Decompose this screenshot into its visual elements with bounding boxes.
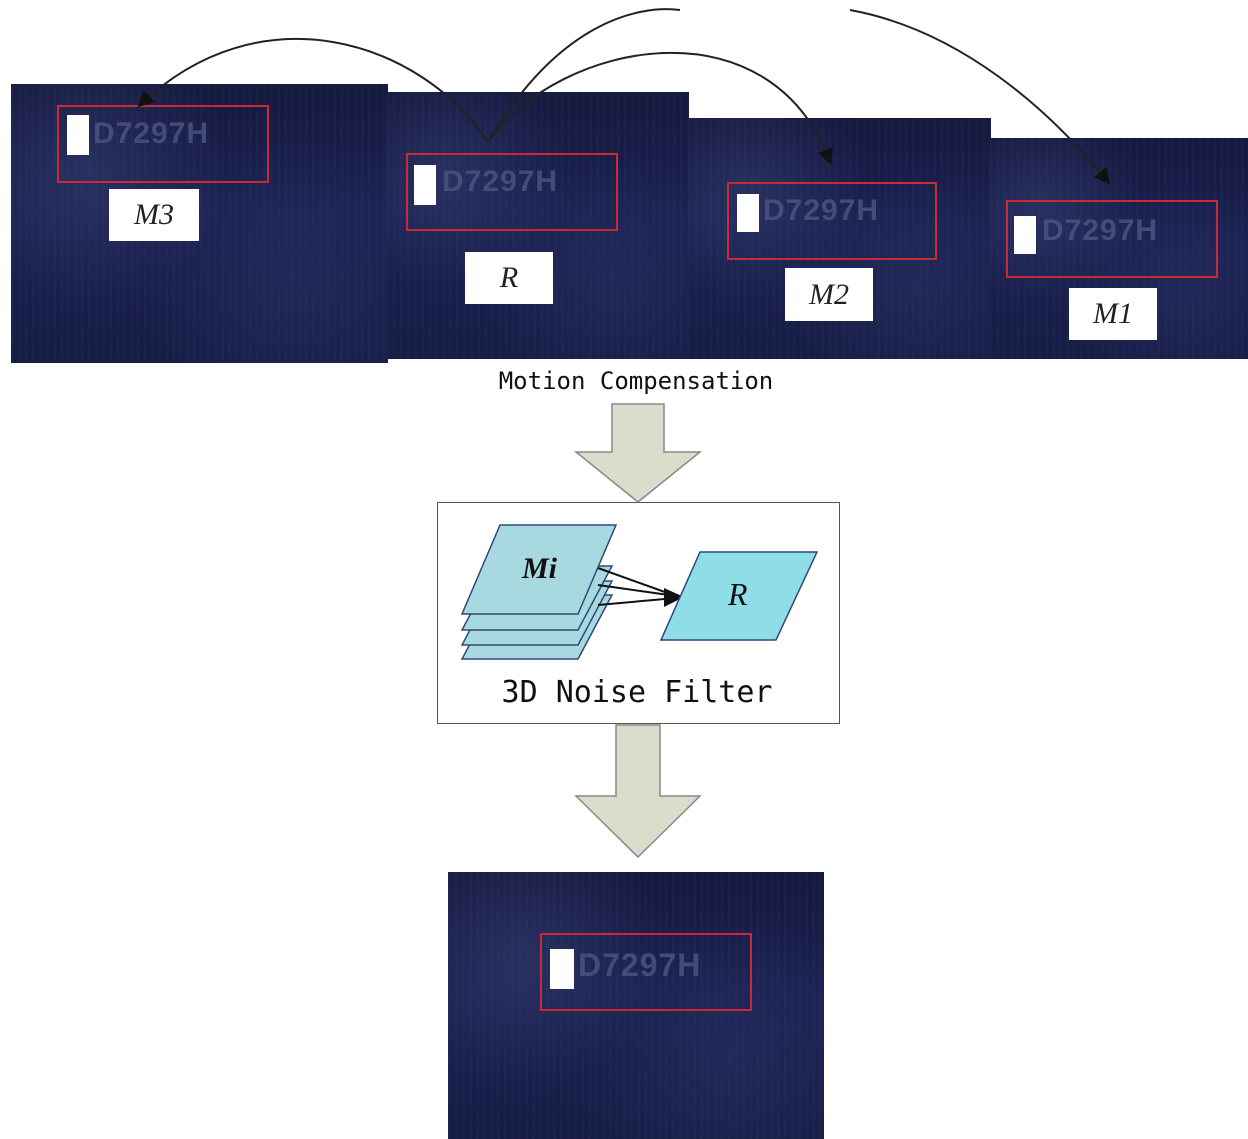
plate-mask	[414, 165, 436, 205]
plate-mask	[550, 949, 574, 989]
flow-arrow-1	[573, 403, 703, 503]
frame-result: D7297H	[448, 872, 824, 1139]
plate-text: D7297H	[1042, 214, 1159, 247]
frame-m3: D7297H M3	[11, 84, 388, 363]
frame-label-r: R	[465, 252, 553, 304]
frame-label-m1: M1	[1069, 288, 1157, 340]
noise-filter-box: 3D Noise Filter	[437, 502, 840, 724]
frame-label-m3: M3	[109, 189, 199, 241]
plate-mask	[1014, 216, 1036, 254]
plate-text: D7297H	[763, 194, 880, 227]
plate-box: D7297H	[57, 105, 269, 183]
plate-box: D7297H	[727, 182, 937, 260]
plate-text: D7297H	[93, 117, 210, 150]
plate-mask	[737, 194, 759, 232]
plate-box: D7297H	[1006, 200, 1218, 278]
frame-m2: D7297H M2	[688, 118, 991, 359]
frame-r: D7297H R	[386, 92, 689, 359]
plate-text: D7297H	[442, 165, 559, 198]
motion-compensation-label: Motion Compensation	[482, 362, 790, 400]
plate-box: D7297H	[406, 153, 618, 231]
plate-text: D7297H	[578, 947, 702, 983]
flow-arrow-2	[574, 724, 702, 859]
noise-filter-label: 3D Noise Filter	[492, 671, 782, 713]
frame-label-m2: M2	[785, 268, 873, 321]
plate-box: D7297H	[540, 933, 752, 1011]
frame-m1: D7297H M1	[989, 138, 1248, 359]
plate-mask	[67, 115, 89, 155]
